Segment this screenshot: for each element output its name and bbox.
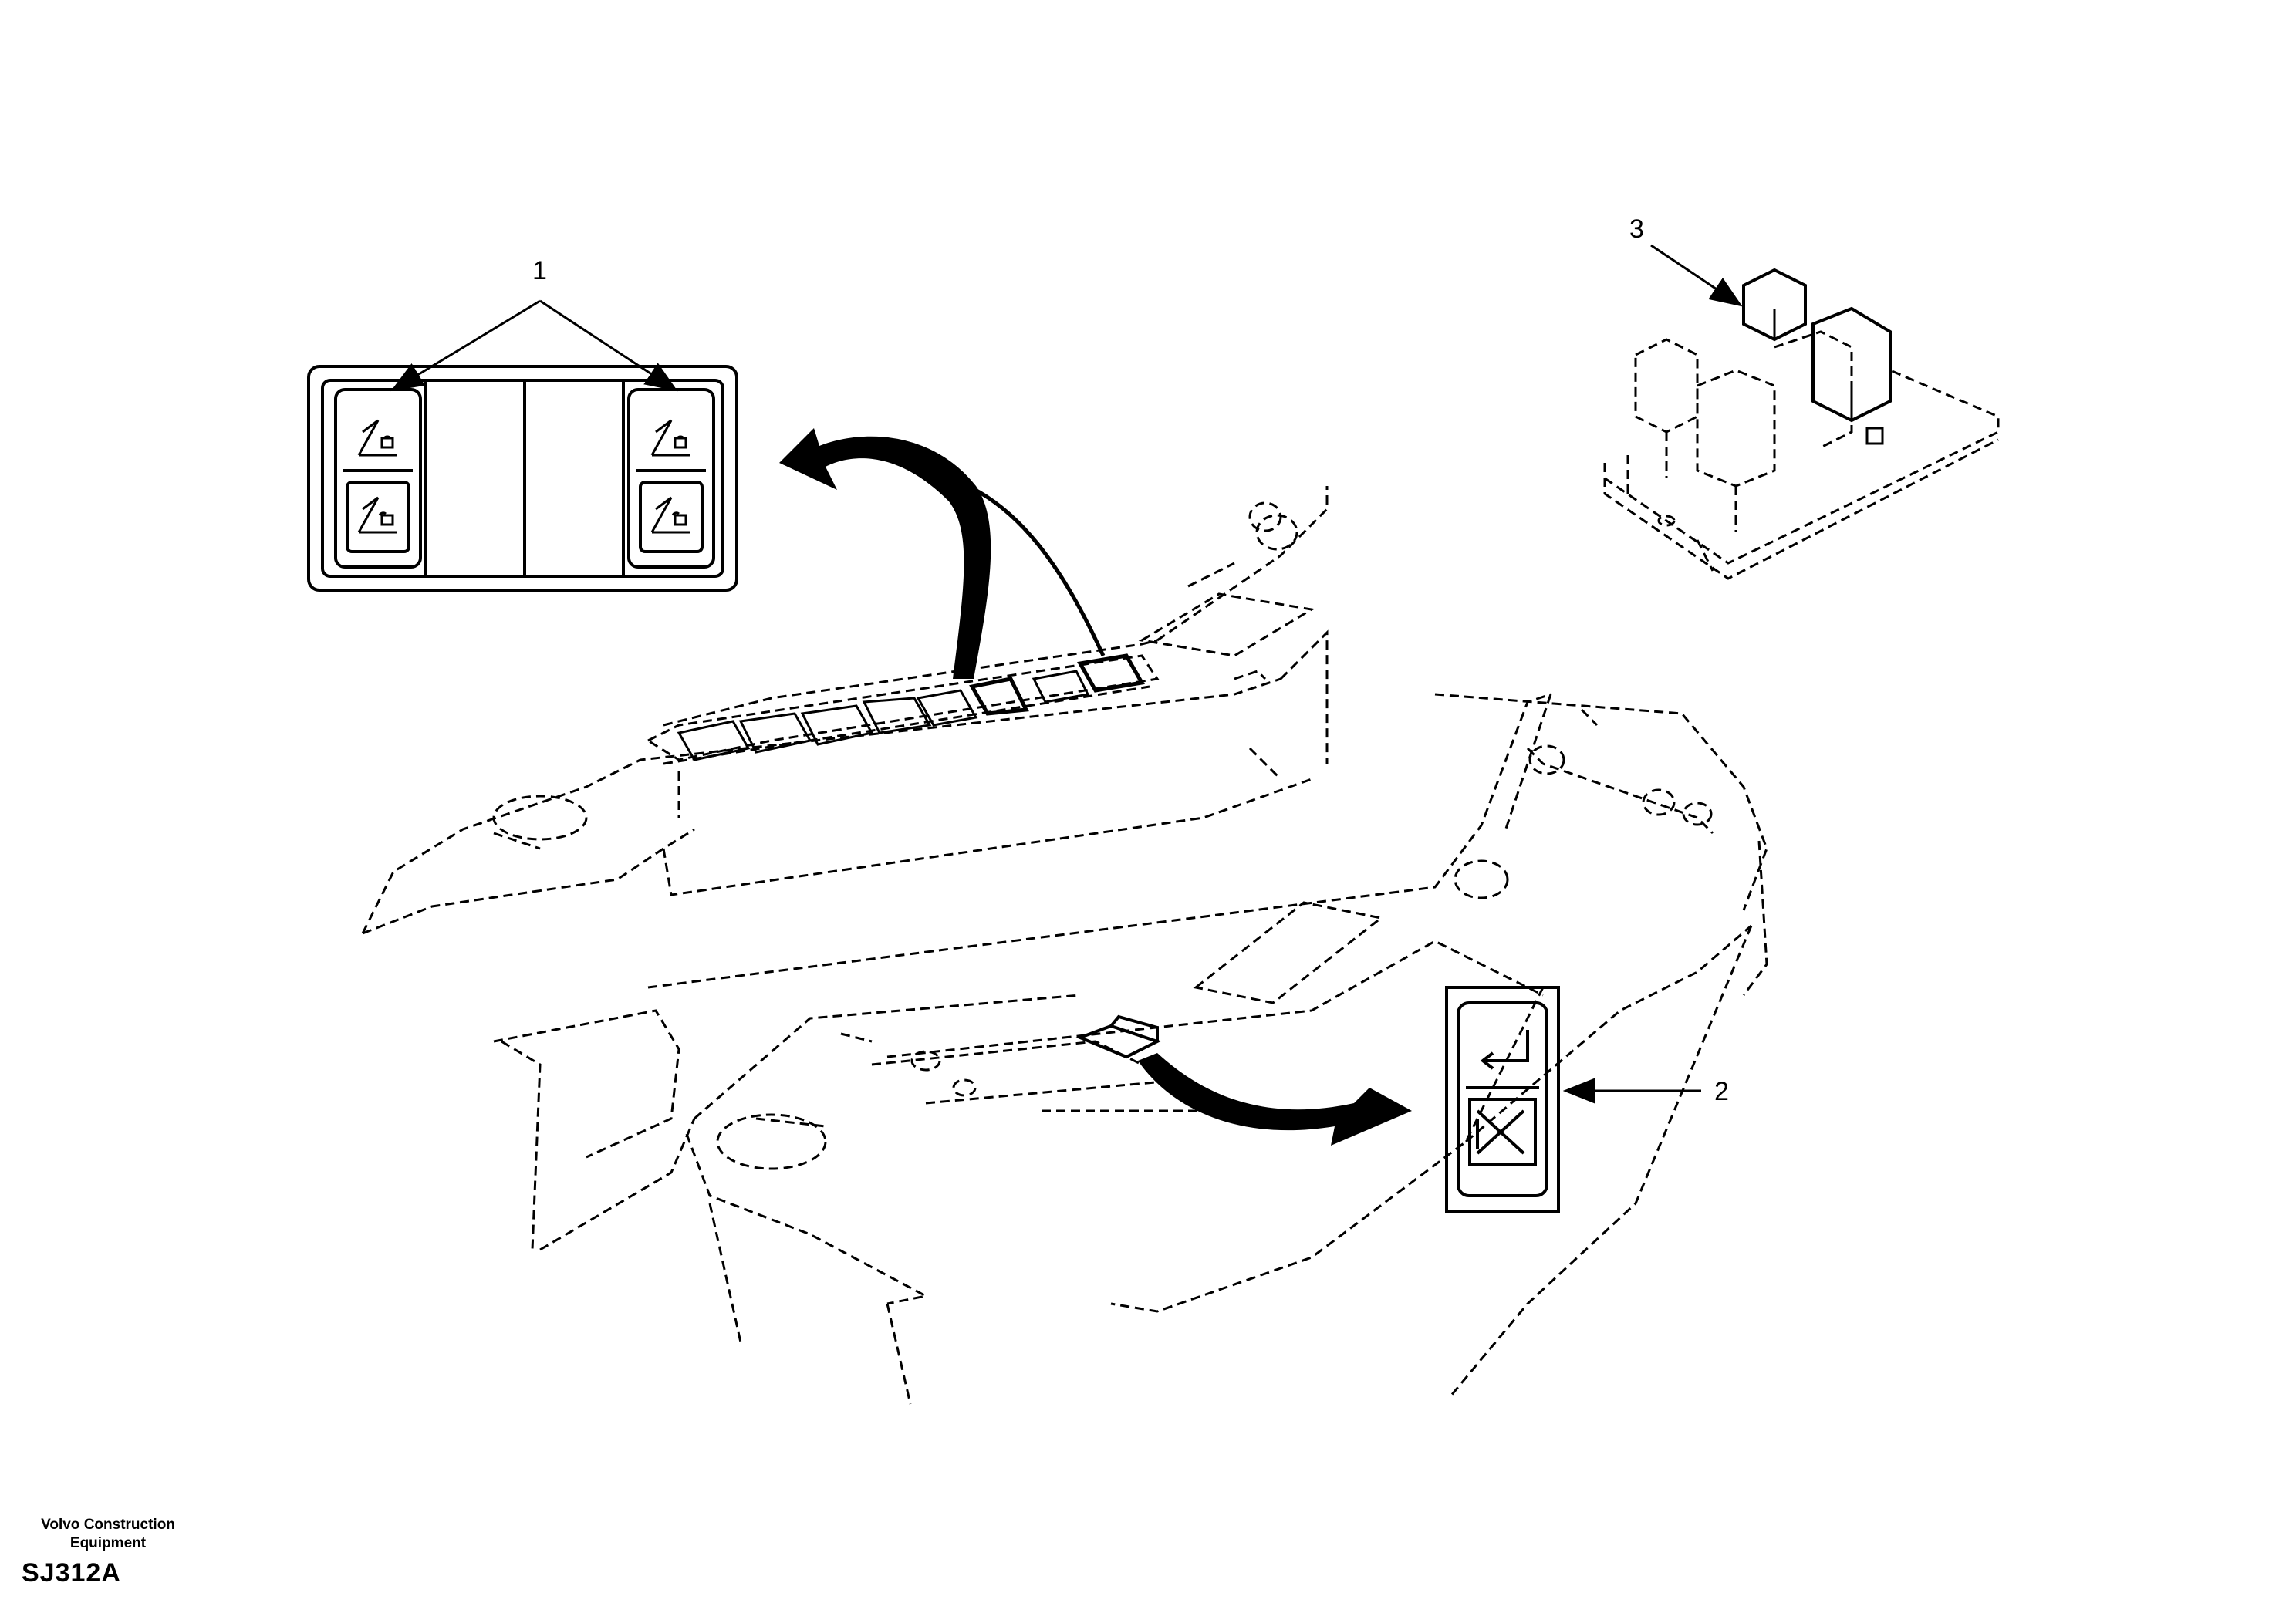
switch-panel-detail-1 [307,365,738,592]
return-arrow-icon [1480,1030,1529,1070]
publisher-name: Volvo Construction [41,1517,175,1533]
padlock-locked-icon [357,419,690,457]
console-outline [361,486,1768,1405]
detail-arrow-upper [779,428,1106,679]
console-switch-small [1075,1014,1162,1059]
crossed-out-icon [1476,1109,1525,1155]
callout-leaders [390,244,1743,1104]
callout-2: 2 [1714,1077,1729,1106]
publisher-name-line2: Equipment [69,1535,147,1551]
figure-code: SJ312A [22,1558,121,1588]
padlock-unlocked-icon [357,496,690,534]
console-switch-row [677,653,1145,761]
callout-3: 3 [1629,214,1644,244]
callout-1: 1 [532,256,547,285]
switch-panel-detail-2 [1445,986,1560,1213]
relay-unit [1603,268,2000,580]
detail-arrow-lower [1138,1053,1412,1146]
